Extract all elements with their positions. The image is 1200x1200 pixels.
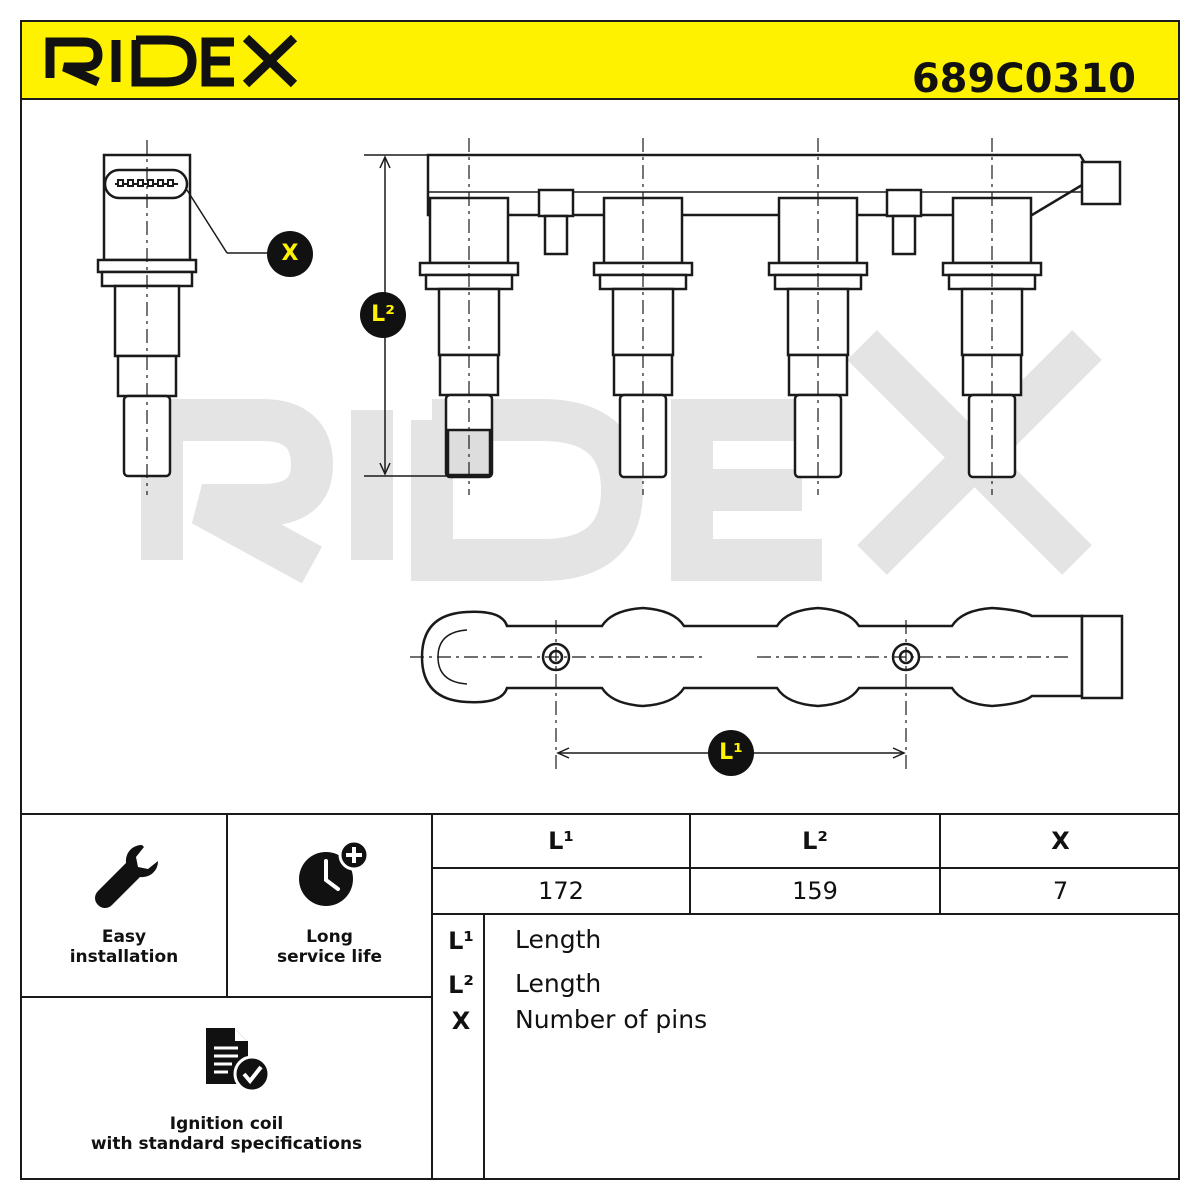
feature-standard-specifications: Ignition coil with standard specificatio…: [22, 998, 431, 1180]
legend-text: Length: [515, 925, 602, 954]
feature-label: Long service life: [276, 927, 383, 967]
table-header-l2: L²: [802, 827, 828, 855]
wrench-icon: [95, 845, 158, 908]
legend-text: Number of pins: [515, 1005, 708, 1034]
callout-x-badge: X: [267, 231, 313, 277]
divider: [483, 913, 485, 1180]
table-value-l1: 172: [538, 877, 584, 905]
ignition-coil-drawing: [96, 138, 1124, 772]
legend-text: Length: [515, 969, 602, 998]
legend-key: L²: [448, 971, 474, 999]
legend-key: X: [451, 1007, 471, 1035]
divider: [431, 867, 1180, 869]
technical-drawing: X L² L¹: [20, 98, 1180, 814]
header-bar: 689C0310: [20, 20, 1180, 102]
callout-l2-badge: L²: [360, 292, 406, 338]
single-coil-view: [96, 140, 267, 495]
feature-long-service-life: Long service life: [228, 815, 431, 996]
divider: [22, 996, 433, 998]
part-number: 689C0310: [911, 56, 1136, 102]
specs-panel: Easy installation Long service life Igni…: [20, 813, 1180, 1180]
divider: [431, 913, 1180, 915]
feature-easy-installation: Easy installation: [22, 815, 226, 996]
divider: [226, 815, 228, 998]
divider: [689, 815, 691, 915]
callout-l1-badge: L¹: [708, 730, 754, 776]
divider: [939, 815, 941, 915]
feature-label: Easy installation: [69, 927, 179, 967]
table-value-x: 7: [1052, 877, 1069, 905]
document-check-icon: [206, 1028, 271, 1093]
ridex-logo: [45, 34, 298, 88]
coil-pack-front-view: [418, 138, 1122, 495]
table-header-l1: L¹: [548, 827, 574, 855]
legend-key: L¹: [448, 927, 474, 955]
clock-plus-icon: [299, 839, 370, 906]
feature-label: Ignition coil with standard specificatio…: [90, 1114, 363, 1154]
coil-pack-top-view: [410, 606, 1124, 772]
table-value-l2: 159: [792, 877, 838, 905]
table-header-x: X: [1051, 827, 1070, 855]
